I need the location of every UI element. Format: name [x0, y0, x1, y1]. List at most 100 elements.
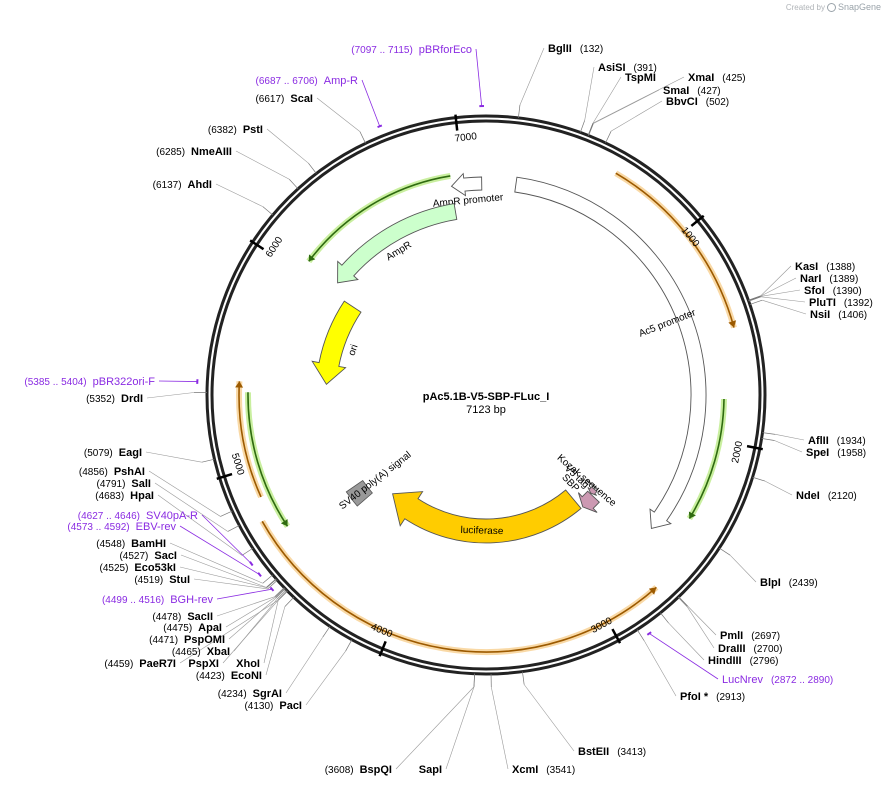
site-name: NdeI: [796, 490, 820, 502]
primer-pbr322ori-f[interactable]: pBR322ori-F(5385 .. 5404): [24, 376, 199, 388]
site-leader: [592, 76, 622, 124]
primer-ebv-rev[interactable]: EBV-rev(4573 .. 4592): [67, 521, 262, 578]
site-hindiii[interactable]: HindIII(2796): [660, 612, 779, 667]
site-bsteii[interactable]: BstEII(3413): [522, 671, 646, 758]
orf-arrow: [238, 381, 262, 498]
site-ndei[interactable]: NdeI(2120): [752, 476, 857, 502]
site-pmli[interactable]: PmlI(2697): [678, 596, 780, 642]
site-leader: [157, 494, 243, 556]
site-xmai[interactable]: XmaI(425): [587, 72, 746, 136]
primer-name: BGH-rev: [170, 594, 213, 606]
site-position: (391): [634, 63, 657, 74]
site-pluti[interactable]: PluTI(1392): [748, 296, 873, 309]
site-position: (2796): [750, 656, 779, 667]
site-name: StuI: [169, 574, 190, 586]
site-spei[interactable]: SpeI(1958): [761, 438, 867, 459]
site-smai[interactable]: SmaI(427): [588, 85, 721, 136]
site-name: SapI: [419, 764, 442, 776]
site-leader: [180, 554, 267, 588]
site-pointer: [588, 123, 594, 136]
site-scai[interactable]: ScaI(6617): [255, 93, 366, 144]
site-name: AhdI: [188, 179, 212, 191]
site-asisi[interactable]: AsiSI(391): [580, 62, 657, 133]
primer-position: (4499 .. 4516): [102, 595, 164, 606]
primer-leader: [649, 633, 719, 680]
site-tspmi[interactable]: TspMI: [587, 72, 656, 136]
site-position: (3541): [546, 765, 575, 776]
primer-binding-mark: [377, 124, 383, 129]
site-name: SpeI: [806, 447, 829, 459]
site-leader: [610, 100, 663, 132]
primer-lucnrev[interactable]: LucNrev(2872 .. 2890): [646, 631, 833, 686]
primer-position: (6687 .. 6706): [256, 76, 318, 87]
site-name: NarI: [800, 273, 821, 285]
site-leader: [760, 277, 797, 297]
orf-arrow: [615, 172, 735, 328]
site-name: BstEII: [578, 746, 609, 758]
site-blpi[interactable]: BlpI(2439): [719, 547, 818, 589]
site-position: (1392): [844, 298, 873, 309]
site-pspomi[interactable]: PspOMI(4471): [149, 588, 286, 646]
site-hpai[interactable]: HpaI(4683): [95, 490, 254, 556]
primer-bgh-rev[interactable]: BGH-rev (4499 .. 4516): [102, 586, 275, 606]
site-nmeaiii[interactable]: NmeAIII(6285): [156, 146, 299, 190]
site-aflii[interactable]: AflII(1934): [762, 432, 866, 447]
site-draiii[interactable]: DraIII(2700): [677, 597, 782, 655]
site-eagi[interactable]: EagI(5079): [84, 447, 215, 463]
site-sfoi[interactable]: SfoI(1390): [748, 285, 862, 302]
primer-name: pBRforEco: [419, 44, 472, 56]
site-leader: [774, 440, 803, 453]
site-position: (4475): [163, 623, 192, 634]
site-xhoi[interactable]: XhoI: [236, 590, 288, 670]
site-name: PspXI: [188, 658, 219, 670]
site-bspqi[interactable]: BspQI(3608): [325, 673, 475, 776]
site-position: (4683): [95, 491, 124, 502]
primer-position: (4627 .. 4646): [78, 511, 140, 522]
site-position: (4527): [119, 551, 148, 562]
site-psti[interactable]: PstI(6382): [208, 124, 317, 174]
primer-sv40pa-r[interactable]: SV40pA-R(4627 .. 4646): [78, 510, 254, 567]
site-econi[interactable]: EcoNI(4423): [196, 597, 295, 682]
orf-arrowhead: [728, 320, 737, 328]
site-pshai[interactable]: PshAI(4856): [79, 466, 233, 517]
site-leader: [146, 392, 195, 399]
site-xcmi[interactable]: XcmI(3541): [490, 673, 575, 776]
site-leader: [584, 66, 595, 121]
site-pfoi[interactable]: PfoI *(2913): [636, 629, 745, 703]
site-sacii[interactable]: SacII(4478): [152, 587, 285, 623]
site-sgrai[interactable]: SgrAI(4234): [218, 626, 331, 700]
site-leader: [593, 89, 660, 124]
site-ahdi[interactable]: AhdI (6137): [153, 179, 274, 216]
site-kasi[interactable]: KasI(1388): [748, 261, 855, 301]
primer-amp-r[interactable]: Amp-R (6687 .. 6706): [256, 75, 383, 129]
site-drdi[interactable]: DrdI(5352): [86, 392, 208, 405]
site-leader: [760, 296, 806, 303]
primer-name: Amp-R: [324, 75, 358, 87]
primer-leader: [361, 79, 381, 127]
site-position: (6137): [153, 180, 182, 191]
site-sapi[interactable]: SapI: [419, 673, 475, 776]
site-paci[interactable]: PacI(4130): [244, 639, 353, 712]
site-apai[interactable]: ApaI(4475): [163, 587, 285, 634]
site-pointer: [275, 588, 286, 599]
site-stui[interactable]: StuI(4519): [134, 574, 278, 590]
site-xbai[interactable]: XbaI(4465): [172, 589, 287, 658]
feature-ampr-promoter: [450, 172, 483, 197]
site-nsii[interactable]: NsiI(1406): [749, 299, 867, 321]
site-sali[interactable]: SalI(4791): [97, 478, 240, 532]
feature-v5-tag: [587, 486, 598, 496]
site-bbvci[interactable]: BbvCI(502): [605, 96, 730, 144]
site-saci[interactable]: SacI (4527): [119, 550, 277, 588]
site-name: Eco53kI: [134, 562, 176, 574]
backbone: [205, 114, 767, 676]
primer-pbrforeco[interactable]: pBRforEco(7097 .. 7115): [351, 44, 484, 108]
site-pointer: [241, 547, 254, 556]
site-bglii[interactable]: BglII(132): [518, 43, 603, 118]
site-name: SacI: [154, 550, 177, 562]
site-name: DraIII: [718, 643, 746, 655]
site-leader: [235, 150, 290, 180]
site-bamhi[interactable]: BamHI(4548): [96, 538, 273, 584]
site-pointer: [266, 578, 277, 588]
site-eco53ki[interactable]: Eco53kI(4525): [100, 562, 277, 589]
